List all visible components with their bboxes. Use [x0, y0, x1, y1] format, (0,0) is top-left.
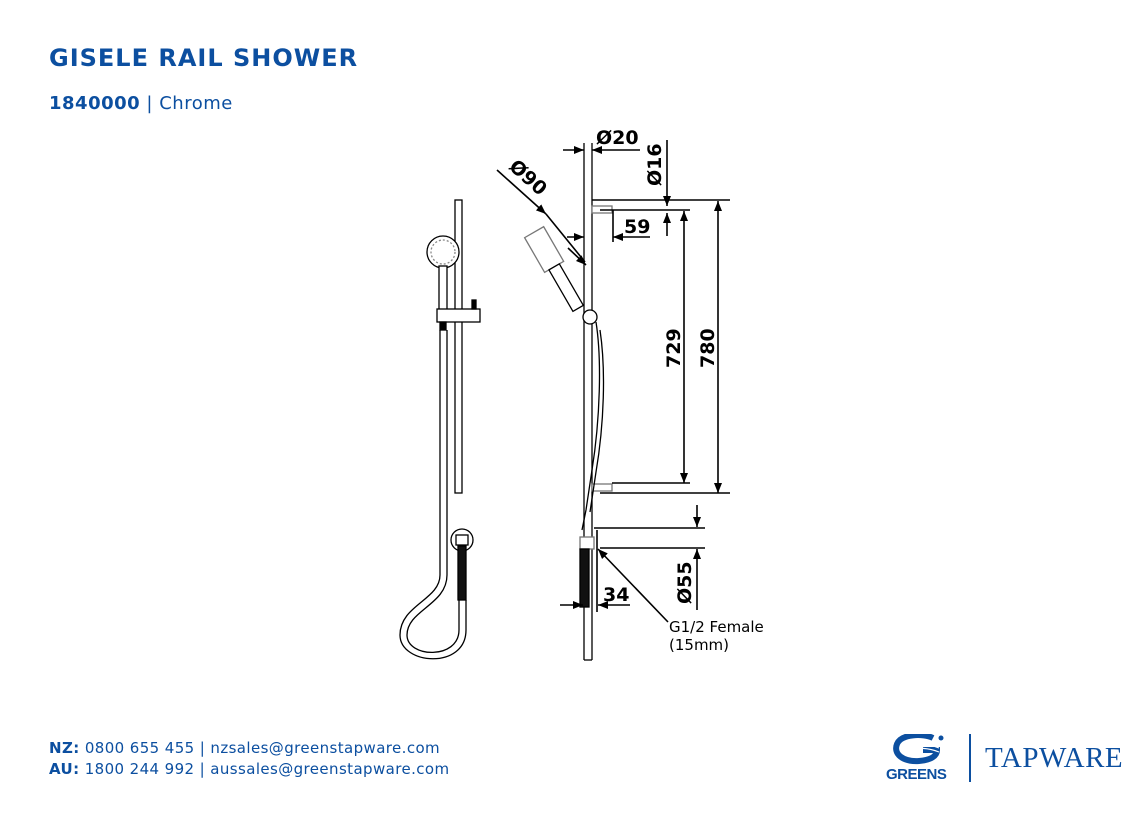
- nz-phone: 0800 655 455: [84, 739, 195, 757]
- side-handle: [548, 262, 585, 313]
- au-separator: |: [199, 760, 206, 778]
- dim-projection: 59: [624, 216, 650, 238]
- subtitle-separator: |: [146, 93, 153, 114]
- product-code: 1840000: [49, 93, 141, 114]
- dim-rail-diameter: Ø20: [596, 127, 639, 149]
- dim-bracket-centres: 729: [663, 328, 685, 368]
- dim-outlet-diameter: Ø55: [674, 561, 696, 604]
- front-view: [399, 199, 481, 660]
- bottom-bracket: [591, 483, 613, 492]
- logo-divider: [969, 734, 971, 782]
- connection-note: G1/2 Female: [669, 618, 764, 636]
- dim-outlet-projection: 34: [603, 584, 629, 606]
- product-title: GISELE RAIL SHOWER: [49, 44, 359, 72]
- brand-division: TAPWARE: [985, 742, 1124, 774]
- dim-head-diameter: Ø90: [505, 155, 551, 200]
- nz-email[interactable]: nzsales@greenstapware.com: [210, 739, 441, 757]
- dimension-lines: [496, 140, 730, 623]
- brand-name: GREENS: [886, 766, 947, 783]
- slider-ball: [582, 309, 598, 325]
- nz-separator: |: [199, 739, 206, 757]
- au-email[interactable]: aussales@greenstapware.com: [210, 760, 450, 778]
- side-view: [523, 143, 613, 661]
- au-label: AU:: [49, 760, 80, 778]
- front-handle: [438, 265, 448, 311]
- product-subtitle: 1840000 | Chrome: [49, 93, 233, 114]
- dim-bracket-diameter: Ø16: [644, 143, 666, 186]
- front-hose: [399, 330, 467, 660]
- dim-overall-length: 780: [697, 328, 719, 368]
- front-shower-head: [426, 235, 460, 269]
- nz-label: NZ:: [49, 739, 80, 757]
- side-hose: [581, 321, 601, 531]
- side-elbow: [579, 536, 595, 550]
- front-rail: [454, 199, 463, 494]
- product-finish: Chrome: [159, 93, 233, 114]
- greens-logo-icon: [893, 734, 944, 765]
- contact-au: AU: 1800 244 992 | aussales@greenstapwar…: [49, 760, 450, 778]
- connection-note-size: (15mm): [669, 636, 729, 654]
- front-slider: [436, 308, 481, 323]
- au-phone: 1800 244 992: [84, 760, 195, 778]
- contact-nz: NZ: 0800 655 455 | nzsales@greenstapware…: [49, 739, 440, 757]
